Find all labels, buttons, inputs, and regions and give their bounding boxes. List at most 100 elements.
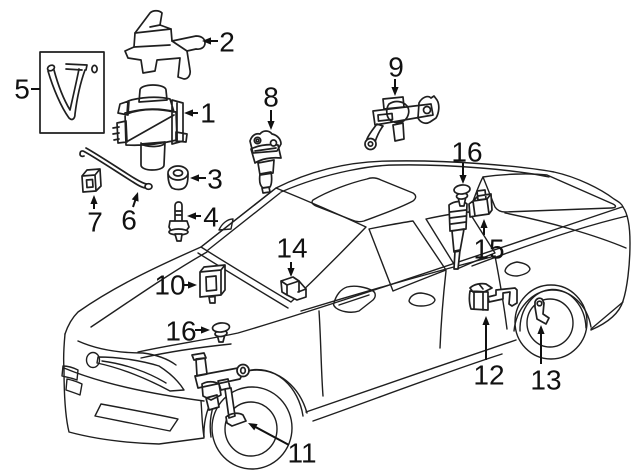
callout-2[interactable]: 2 <box>202 27 235 58</box>
part-13-hole <box>536 300 543 307</box>
car-illustration <box>61 160 631 470</box>
callout-4[interactable]: 4 <box>187 202 219 233</box>
callout-12[interactable]: 12 <box>473 316 505 391</box>
callout-11[interactable]: 11 <box>248 423 317 469</box>
part-15-glyph[interactable] <box>468 189 493 218</box>
part-3-glyph[interactable] <box>167 165 189 191</box>
part-8-detail <box>254 147 277 152</box>
part-5-small-ring <box>91 64 98 74</box>
part-4-tip <box>174 233 183 242</box>
part-9-sensor-assembly <box>366 95 440 143</box>
part-11-glyph[interactable] <box>191 352 250 427</box>
callout-number: 1 <box>200 98 216 129</box>
rear-strut-glyph[interactable] <box>448 200 468 270</box>
part-3-hole <box>172 169 184 177</box>
part-8-ear-hole-left <box>253 136 262 145</box>
callout-16[interactable]: 16 <box>165 316 210 347</box>
part-14-detail <box>297 280 307 293</box>
car-shoulder-line <box>300 255 496 312</box>
car-deck-crease <box>504 212 627 249</box>
car-rear-rim <box>526 298 574 348</box>
callout-14[interactable]: 14 <box>276 233 308 278</box>
callout-9[interactable]: 9 <box>388 52 404 97</box>
callout-number: 4 <box>203 202 219 233</box>
part-12-glyph[interactable] <box>468 282 518 311</box>
car-beltline <box>137 206 623 353</box>
callout-number: 15 <box>473 234 504 265</box>
callout-number: 11 <box>287 438 316 469</box>
part-10-glyph[interactable] <box>199 264 226 304</box>
part-3-body <box>167 173 189 191</box>
car-rear-lower-line <box>590 301 624 330</box>
callout-16[interactable]: 16 <box>451 137 483 185</box>
part-7-glyph[interactable] <box>81 168 102 193</box>
car-front-door-seam <box>318 310 324 397</box>
part-5-glyph[interactable] <box>39 51 105 134</box>
callout-number: 16 <box>451 137 482 168</box>
part-12-detail <box>473 283 484 311</box>
part-1-detail <box>112 102 178 148</box>
part-3-grommet <box>167 165 189 181</box>
callout-arrowhead-icon <box>131 192 139 202</box>
part-6-eye <box>144 182 153 191</box>
callout-arrowhead-icon <box>391 87 399 96</box>
part-13-link <box>534 297 550 325</box>
car-cowl-line <box>197 252 289 309</box>
callout-7[interactable]: 7 <box>87 195 103 238</box>
part-2-detail <box>133 24 188 52</box>
part-1-glyph[interactable] <box>112 84 188 171</box>
part-4-threads <box>175 210 182 216</box>
callout-6[interactable]: 6 <box>121 192 139 236</box>
callout-number: 8 <box>263 82 279 113</box>
callout-number: 10 <box>154 270 185 301</box>
part-8-glyph[interactable] <box>249 130 282 194</box>
part-11-knob <box>236 363 250 378</box>
part-5-tube <box>47 63 88 121</box>
callout-15[interactable]: 15 <box>473 219 505 265</box>
part-9-end-eye <box>364 137 377 151</box>
part-9-glyph[interactable] <box>364 95 440 151</box>
part-4-glyph[interactable] <box>168 201 190 242</box>
part-7-clip <box>81 168 102 193</box>
part-16-upper-glyph[interactable] <box>453 184 471 207</box>
part-6-glyph[interactable] <box>79 147 153 191</box>
callout-arrowhead-icon <box>188 281 197 289</box>
part-11-sensor-assembly <box>191 352 247 427</box>
callout-arrowhead-icon <box>201 326 210 334</box>
car-front-door-window <box>368 220 447 292</box>
callout-1[interactable]: 1 <box>184 98 216 129</box>
callout-number: 9 <box>388 52 404 83</box>
callout-8[interactable]: 8 <box>263 82 279 131</box>
car-bumper-top-line <box>63 367 205 402</box>
part-16-lower-glyph[interactable] <box>211 322 231 343</box>
callout-arrowhead-icon <box>184 109 193 117</box>
callout-13[interactable]: 13 <box>530 325 562 396</box>
part-11-knob-inner <box>239 366 247 375</box>
callout-number: 13 <box>530 365 561 396</box>
car-windshield <box>200 187 367 303</box>
callout-3[interactable]: 3 <box>190 164 223 195</box>
callout-number: 2 <box>219 27 235 58</box>
callout-number: 3 <box>207 164 223 195</box>
part-14-glyph[interactable] <box>280 276 307 301</box>
callout-arrowhead-icon <box>459 175 467 184</box>
car-rocker-bottom <box>312 353 503 422</box>
part-8-ear-hole-left-inner <box>255 138 260 143</box>
callout-arrowhead-icon <box>90 195 98 204</box>
car-fender-crease <box>140 343 232 359</box>
part-15-bracket <box>468 189 493 218</box>
part-10-module <box>199 264 226 304</box>
callout-10[interactable]: 10 <box>154 270 197 301</box>
car-front-door-handle <box>408 292 436 307</box>
part-13-glyph[interactable] <box>534 297 550 325</box>
car-rear-edge <box>590 206 631 331</box>
callout-arrowhead-icon <box>267 121 275 130</box>
callout-5[interactable]: 5 <box>14 74 40 105</box>
car-headlight-inner <box>101 360 167 384</box>
part-9-bracket-hole <box>422 105 432 115</box>
part-2-glyph[interactable] <box>124 9 206 80</box>
part-9-end-eye-inner <box>367 140 374 148</box>
part-16-lower-cap <box>211 322 231 333</box>
